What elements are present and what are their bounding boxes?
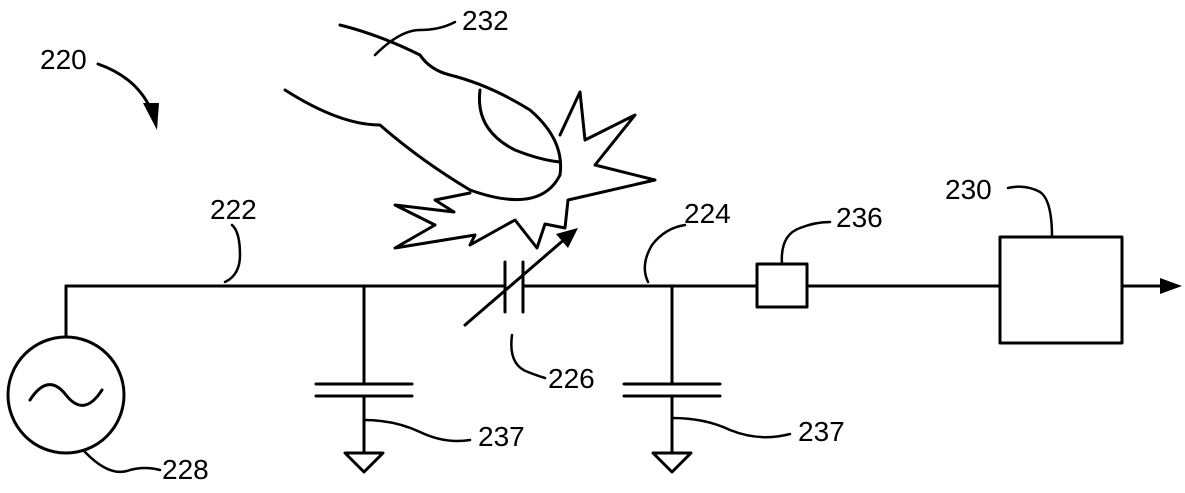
source-label: 228 <box>162 454 209 485</box>
ground-cap-left-label: 237 <box>478 421 525 452</box>
ground-right-symbol <box>651 451 693 474</box>
detector-230-box <box>998 235 1124 345</box>
figure-pointer-arrow <box>96 62 154 114</box>
ac-source-sine <box>28 383 104 407</box>
ground-cap-right-label: 237 <box>798 416 845 447</box>
finger-label: 232 <box>462 5 509 36</box>
ground-cap-right-leader <box>670 416 792 439</box>
figure-label: 220 <box>40 44 87 75</box>
variable-cap-arrowhead <box>556 228 578 248</box>
fingernail <box>477 88 562 164</box>
line-222-leader <box>223 223 242 284</box>
output-arrowhead <box>1160 278 1182 294</box>
finger-outline <box>283 23 563 202</box>
source-leader <box>83 450 162 474</box>
ground-cap-left-leader <box>362 418 472 443</box>
ground-left-symbol <box>343 451 385 474</box>
line-224-label: 224 <box>684 198 731 229</box>
finger-leader <box>373 20 457 57</box>
touch-spark-burst <box>393 90 657 250</box>
component-236-box <box>755 262 809 309</box>
variable-cap-leader <box>510 333 547 380</box>
variable-cap-label: 226 <box>548 363 595 394</box>
line-222-label: 222 <box>210 194 257 225</box>
component-236-leader <box>780 220 832 266</box>
detector-230-label: 230 <box>945 174 992 205</box>
component-236-label: 236 <box>836 202 883 233</box>
figure-arrowhead <box>143 103 159 130</box>
detector-230-leader <box>1006 185 1054 239</box>
variable-cap-arrow-shaft <box>463 236 568 327</box>
line-224-leader <box>643 223 687 284</box>
